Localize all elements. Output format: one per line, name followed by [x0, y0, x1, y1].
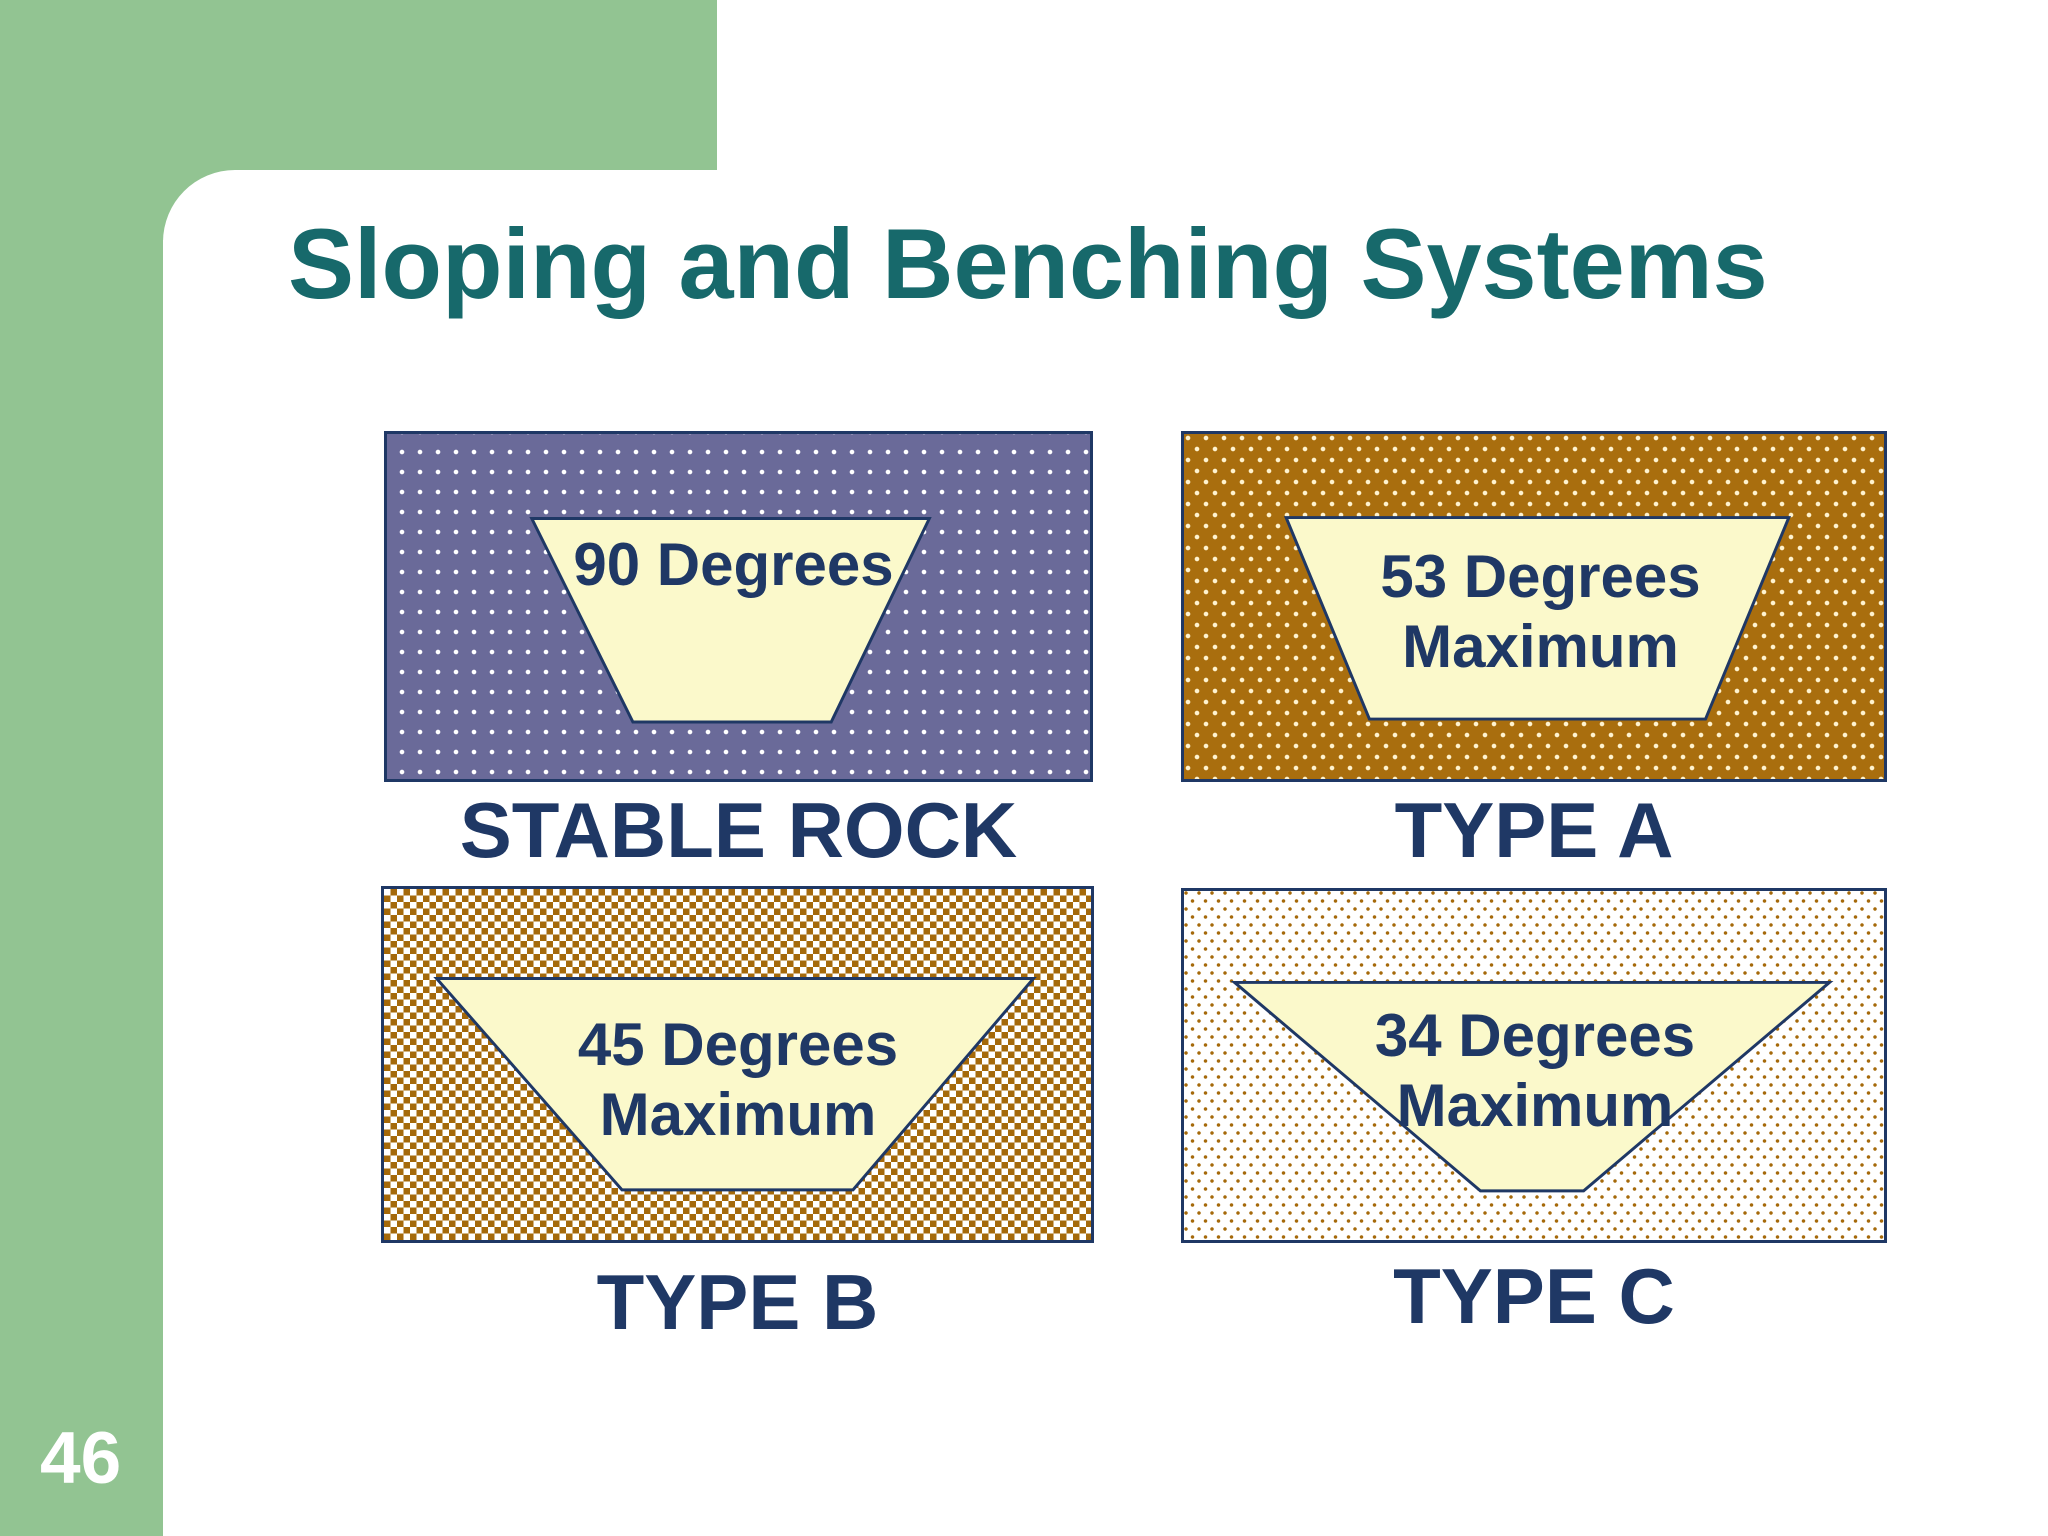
angle-caption-type-b: 45 Degrees Maximum: [437, 1010, 1039, 1149]
angle-line1: 34 Degrees: [1374, 1002, 1696, 1069]
angle-caption-type-a: 53 Degrees Maximum: [1287, 542, 1794, 681]
angle-caption-stable-rock: 90 Degrees: [533, 530, 934, 600]
label-type-a: TYPE A: [1394, 786, 1674, 874]
label-type-b: TYPE B: [596, 1258, 879, 1346]
panel-type-b: 45 Degrees Maximum: [381, 886, 1094, 1243]
green-left-column: [0, 0, 163, 1536]
excavation-trapezoid-type-b: [433, 976, 1037, 1192]
content-card: [163, 170, 2048, 1536]
excavation-trapezoid-type-a: [1283, 516, 1792, 721]
angle-line1: 90 Degrees: [573, 531, 894, 598]
angle-line2: Maximum: [599, 1080, 877, 1148]
angle-line2: Maximum: [1396, 1071, 1674, 1139]
label-stable-rock: STABLE ROCK: [459, 786, 1018, 874]
page-title: Sloping and Benching Systems: [288, 208, 1768, 319]
angle-line1: 45 Degrees: [577, 1011, 899, 1078]
excavation-trapezoid-type-c: [1230, 980, 1834, 1193]
label-type-c: TYPE C: [1393, 1252, 1675, 1340]
excavation-trapezoid-stable-rock: [529, 517, 932, 724]
angle-line2: Maximum: [1402, 612, 1679, 680]
page-number: 46: [40, 1418, 122, 1499]
angle-caption-type-c: 34 Degrees Maximum: [1235, 1001, 1835, 1140]
angle-line1: 53 Degrees: [1380, 543, 1701, 610]
panel-type-a: 53 Degrees Maximum: [1181, 431, 1887, 782]
panel-stable-rock: 90 Degrees: [384, 431, 1093, 782]
panel-type-c: 34 Degrees Maximum: [1181, 888, 1887, 1243]
